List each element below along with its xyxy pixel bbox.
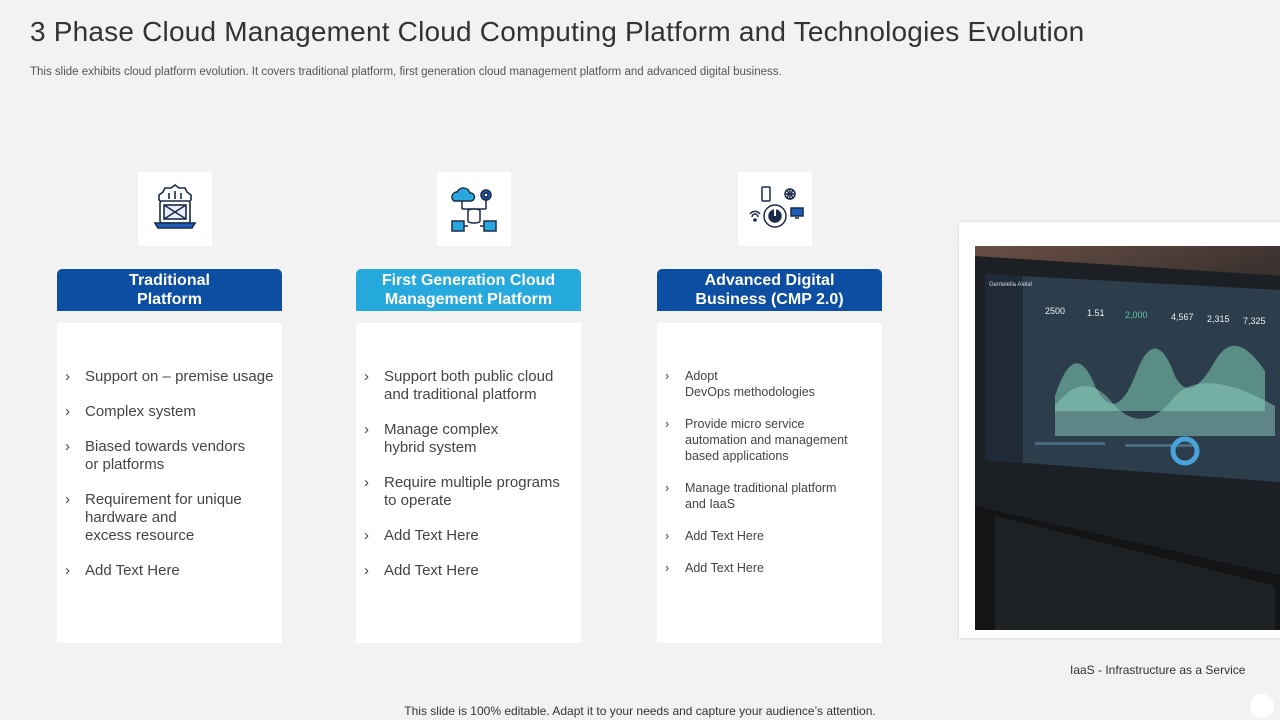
list-item: ›Add Text Here [65,562,180,579]
dashboard-title: Gentelella Alela! [989,282,1033,288]
card-first-generation: ›Support both public cloud and tradition… [356,323,581,643]
chevron-right-icon: › [65,438,70,455]
list-item: ›Provide micro service automation and ma… [665,417,848,463]
list-item: ›Manage traditional platform and IaaS [665,481,837,511]
list-item: ›Support both public cloud and tradition… [364,368,554,403]
chevron-right-icon: › [665,417,670,431]
list-item: ›Add Text Here [364,527,479,544]
dashboard-stat: 1.51 [1087,308,1105,318]
list-item: ›Add Text Here [665,529,764,543]
corner-circle [1250,694,1274,718]
header-advanced-digital: Advanced Digital Business (CMP 2.0) [657,269,882,311]
list-item: ›Complex system [65,403,196,420]
list-item: ›Add Text Here [364,562,479,579]
bullet-list: ›Adopt DevOps methodologies ›Provide mic… [665,368,874,592]
dashboard-stat: 2500 [1045,306,1065,316]
chevron-right-icon: › [665,561,670,575]
dashboard-stat: 4,567 [1171,312,1194,322]
list-item: ›Biased towards vendors or platforms [65,438,246,473]
power-devices-icon [749,186,804,228]
bullet-list: ›Support both public cloud and tradition… [364,368,573,597]
header-first-generation: First Generation Cloud Management Platfo… [356,269,581,311]
chevron-right-icon: › [364,474,369,491]
bullet-list: ›Support on – premise usage ›Complex sys… [65,368,274,597]
icon-box-advanced [738,172,812,246]
header-traditional-platform: Traditional Platform [57,269,282,311]
chevron-right-icon: › [364,562,369,579]
chevron-right-icon: › [665,369,670,383]
chevron-right-icon: › [65,562,70,579]
laptop-photo-frame: Gentelella Alela! 2500 1.51 2,000 4,567 … [959,222,1280,638]
chevron-right-icon: › [65,491,70,508]
laptop-photo: Gentelella Alela! 2500 1.51 2,000 4,567 … [975,246,1280,630]
list-item: ›Add Text Here [665,561,764,575]
computer-circuit-icon [153,184,197,229]
chevron-right-icon: › [665,481,670,495]
chevron-right-icon: › [364,527,369,544]
chevron-right-icon: › [665,529,670,543]
card-traditional-platform: ›Support on – premise usage ›Complex sys… [57,323,282,643]
list-item: ›Adopt DevOps methodologies [665,369,815,399]
slide-subtitle: This slide exhibits cloud platform evolu… [30,66,782,78]
list-item: ›Support on – premise usage [65,368,274,385]
dashboard-stat: 7,325 [1243,316,1266,326]
chevron-right-icon: › [65,403,70,420]
icon-box-first-gen [437,172,511,246]
list-item: ›Require multiple programs to operate [364,474,560,509]
list-item: ›Manage complex hybrid system [364,421,499,456]
dashboard-stat: 2,315 [1207,314,1230,324]
chevron-right-icon: › [364,421,369,438]
icon-box-traditional [138,172,212,246]
list-item: ›Requirement for unique hardware and exc… [65,491,242,544]
chevron-right-icon: › [65,368,70,385]
photo-caption: IaaS - Infrastructure as a Service [1070,663,1246,677]
laptop-dashboard-illustration: Gentelella Alela! 2500 1.51 2,000 4,567 … [975,256,1280,630]
card-advanced-digital: ›Adopt DevOps methodologies ›Provide mic… [657,323,882,643]
slide-footer: This slide is 100% editable. Adapt it to… [404,704,876,718]
chevron-right-icon: › [364,368,369,385]
dashboard-stat: 2,000 [1125,310,1148,320]
cloud-network-icon [451,187,497,232]
slide-title: 3 Phase Cloud Management Cloud Computing… [30,16,1085,47]
